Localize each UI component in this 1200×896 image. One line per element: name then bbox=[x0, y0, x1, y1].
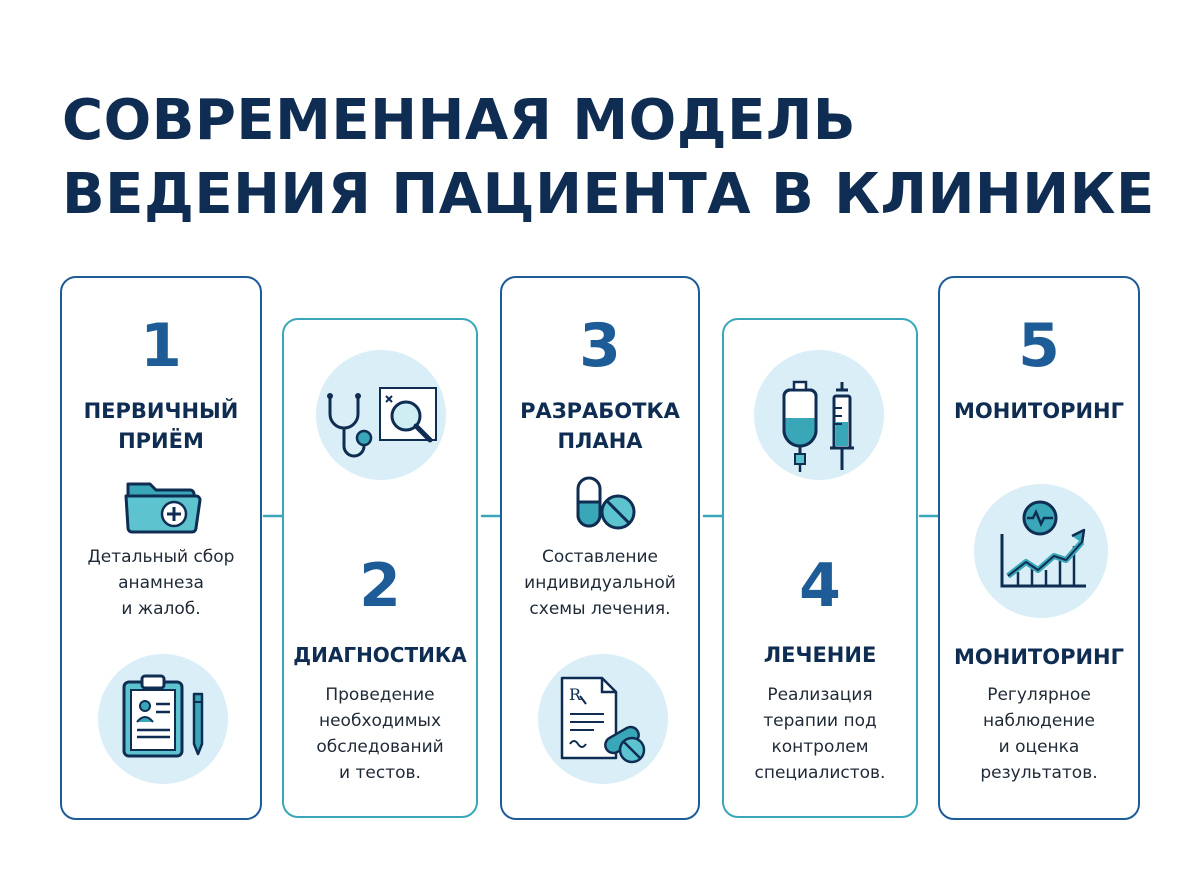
step-heading: МОНИТОРИНГ bbox=[954, 645, 1124, 669]
iv-syringe-icon bbox=[782, 380, 854, 472]
step-heading: РАЗРАБОТКА ПЛАНА bbox=[520, 399, 680, 453]
step-card-3: 3 РАЗРАБОТКА ПЛАНА Составление индивидуа… bbox=[500, 276, 700, 820]
page-title: СОВРЕМЕННАЯ МОДЕЛЬ ВЕДЕНИЯ ПАЦИЕНТА В КЛ… bbox=[62, 84, 1162, 232]
step-heading: ЛЕЧЕНИЕ bbox=[763, 643, 877, 667]
svg-text:R: R bbox=[569, 685, 582, 704]
step-number: 1 bbox=[140, 311, 182, 381]
step-card-1: 1 ПЕРВИЧНЫЙ ПРИЁМ Детальный сбор анамнез… bbox=[60, 276, 262, 820]
icon-circle bbox=[754, 350, 884, 480]
step-card-2: 2 ДИАГНОСТИКА Проведение необходимых обс… bbox=[282, 318, 478, 818]
step-description: Детальный сбор анамнеза и жалоб. bbox=[87, 547, 235, 619]
title-line-2: ВЕДЕНИЯ ПАЦИЕНТА В КЛИНИКЕ bbox=[62, 162, 1155, 227]
clipboard-patient-icon bbox=[122, 674, 204, 758]
step-description: Реализация терапии под контролем специал… bbox=[754, 685, 886, 783]
prescription-icon: R bbox=[560, 676, 646, 764]
step-number: 5 bbox=[1018, 311, 1060, 381]
step-description: Составление индивидуальной схемы лечения… bbox=[524, 547, 676, 619]
step-heading: ПЕРВИЧНЫЙ ПРИЁМ bbox=[83, 399, 239, 453]
step-description: Регулярное наблюдение и оценка результат… bbox=[980, 685, 1098, 783]
step-heading: ДИАГНОСТИКА bbox=[293, 643, 467, 667]
stethoscope-magnifier-icon bbox=[327, 387, 437, 458]
pills-icon bbox=[576, 476, 636, 530]
step-description: Проведение необходимых обследований и те… bbox=[316, 685, 444, 783]
step-heading-top: МОНИТОРИНГ bbox=[954, 399, 1124, 423]
medical-folder-icon bbox=[124, 482, 202, 534]
step-number: 4 bbox=[799, 551, 841, 621]
growth-chart-icon bbox=[1000, 500, 1086, 588]
step-number: 3 bbox=[579, 311, 621, 381]
step-number: 2 bbox=[359, 551, 401, 621]
step-card-5: 5 МОНИТОРИНГ МОНИТОРИНГ Регулярное наблю… bbox=[938, 276, 1140, 820]
title-line-1: СОВРЕМЕННАЯ МОДЕЛЬ bbox=[62, 88, 857, 153]
step-card-4: 4 ЛЕЧЕНИЕ Реализация терапии под контрол… bbox=[722, 318, 918, 818]
